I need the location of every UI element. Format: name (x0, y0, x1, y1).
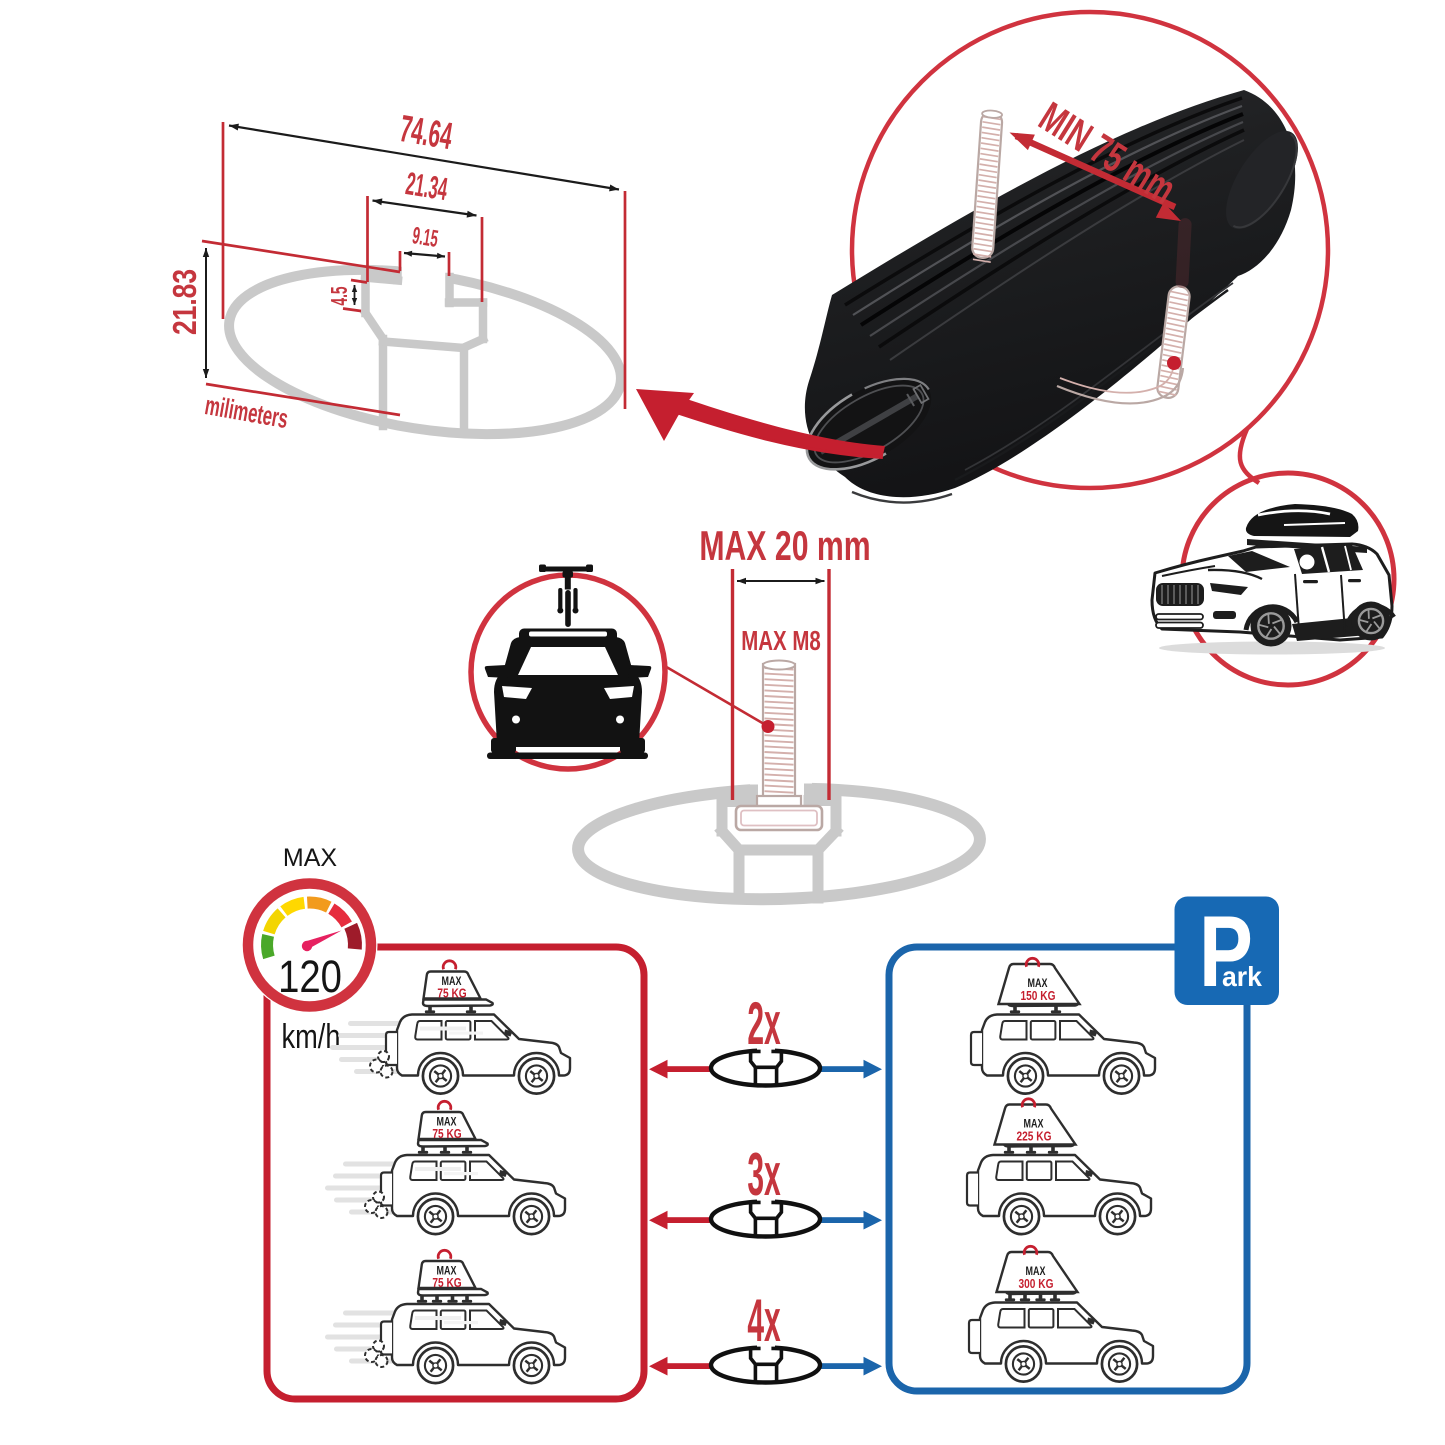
svg-text:MAX: MAX (437, 1266, 457, 1278)
svg-text:MAX: MAX (442, 976, 462, 988)
svg-text:150 KG: 150 KG (1021, 989, 1056, 1003)
svg-text:MAX: MAX (437, 1117, 457, 1129)
svg-text:120: 120 (278, 951, 342, 1002)
svg-text:MAX M8: MAX M8 (741, 626, 820, 657)
svg-text:4.5: 4.5 (328, 286, 353, 306)
svg-text:75 KG: 75 KG (437, 986, 466, 1000)
svg-text:P: P (1199, 895, 1253, 1008)
svg-text:225 KG: 225 KG (1017, 1129, 1052, 1143)
svg-text:4x: 4x (747, 1288, 781, 1355)
svg-text:km/h: km/h (282, 1017, 341, 1056)
svg-text:75 KG: 75 KG (432, 1276, 461, 1290)
svg-text:3x: 3x (747, 1142, 781, 1209)
svg-text:21.34: 21.34 (403, 166, 450, 207)
svg-text:2x: 2x (747, 991, 781, 1058)
svg-text:300 KG: 300 KG (1019, 1277, 1054, 1291)
svg-text:MAX: MAX (1026, 1266, 1046, 1278)
svg-text:MAX: MAX (283, 844, 338, 872)
svg-text:21.83: 21.83 (167, 269, 203, 335)
svg-text:MAX: MAX (1028, 978, 1048, 990)
svg-text:74.64: 74.64 (397, 108, 456, 158)
svg-text:ark: ark (1222, 960, 1263, 992)
svg-text:9.15: 9.15 (410, 222, 440, 253)
svg-text:MAX 20 mm: MAX 20 mm (699, 522, 870, 569)
svg-text:MAX: MAX (1024, 1119, 1044, 1131)
svg-text:75 KG: 75 KG (432, 1127, 461, 1141)
